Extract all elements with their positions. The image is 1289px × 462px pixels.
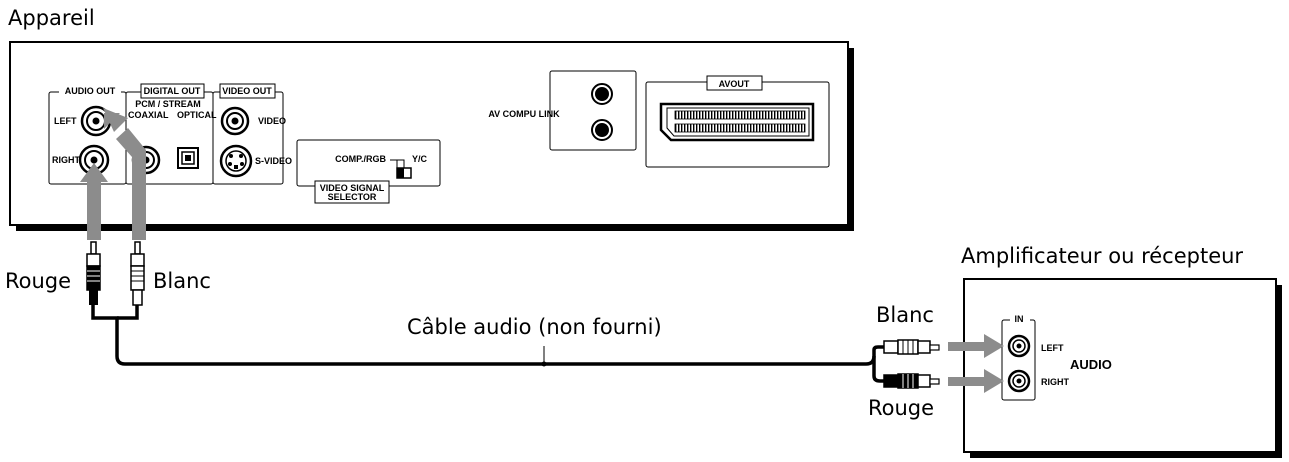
optical-label: OPTICAL bbox=[177, 110, 217, 120]
audio-cable bbox=[91, 305, 884, 383]
av-compu-link-label: AV COMPU LINK bbox=[488, 109, 560, 119]
selector-label-line2: SELECTOR bbox=[328, 192, 377, 202]
scart-connector bbox=[659, 102, 815, 142]
audio-right-label: RIGHT bbox=[52, 155, 81, 165]
audio-out-label: AUDIO OUT bbox=[65, 86, 116, 96]
device-white-plug bbox=[130, 241, 145, 306]
coaxial-label: COAXIAL bbox=[128, 110, 169, 120]
video-out-group: VIDEO OUT VIDEO S-VIDEO bbox=[212, 83, 292, 185]
optical-port bbox=[177, 147, 199, 169]
device-title: Appareil bbox=[8, 6, 95, 30]
amp-left-jack bbox=[1007, 334, 1031, 358]
amp-white-label: Blanc bbox=[876, 303, 934, 327]
video-label: VIDEO bbox=[258, 116, 286, 126]
amp-in-label: IN bbox=[1015, 314, 1024, 324]
av-compu-link-group: AV COMPU LINK bbox=[488, 70, 637, 151]
amp-white-plug bbox=[883, 339, 940, 355]
amp-right-jack bbox=[1007, 369, 1031, 393]
video-out-label: VIDEO OUT bbox=[222, 86, 272, 96]
yc-label: Y/C bbox=[412, 154, 428, 164]
digital-out-label: DIGITAL OUT bbox=[144, 86, 201, 96]
amp-audio-in-group: IN LEFT RIGHT AUDIO bbox=[1001, 312, 1112, 401]
svideo-label: S-VIDEO bbox=[255, 156, 292, 166]
avout-scart-group: AVOUT bbox=[645, 75, 830, 168]
amplifier-title: Amplificateur ou récepteur bbox=[961, 244, 1243, 268]
video-jack bbox=[220, 106, 250, 136]
cable-label: Câble audio (non fourni) bbox=[407, 315, 662, 339]
amp-right-label: RIGHT bbox=[1041, 377, 1070, 387]
amplifier-panel bbox=[963, 278, 1282, 458]
audio-left-label: LEFT bbox=[54, 116, 77, 126]
amp-audio-label: AUDIO bbox=[1070, 357, 1112, 372]
device-red-plug bbox=[86, 241, 101, 305]
device-red-label: Rouge bbox=[5, 269, 71, 293]
av-compu-link-jack-bottom bbox=[591, 119, 613, 141]
device-arrows bbox=[80, 108, 146, 240]
amp-red-label: Rouge bbox=[868, 396, 934, 420]
amp-left-label: LEFT bbox=[1041, 343, 1064, 353]
selector-label-line1: VIDEO SIGNAL bbox=[320, 183, 385, 193]
av-compu-link-jack-top bbox=[591, 83, 613, 105]
pcm-stream-label: PCM / STREAM bbox=[135, 99, 201, 109]
video-signal-selector: COMP./RGB Y/C VIDEO SIGNAL SELECTOR bbox=[296, 139, 441, 204]
amp-red-plug bbox=[883, 373, 940, 389]
comp-rgb-label: COMP./RGB bbox=[335, 154, 386, 164]
avout-label: AVOUT bbox=[719, 79, 750, 89]
svideo-jack bbox=[219, 144, 253, 178]
selector-switch bbox=[396, 167, 412, 179]
device-white-label: Blanc bbox=[153, 269, 211, 293]
amp-arrows bbox=[948, 334, 1004, 393]
